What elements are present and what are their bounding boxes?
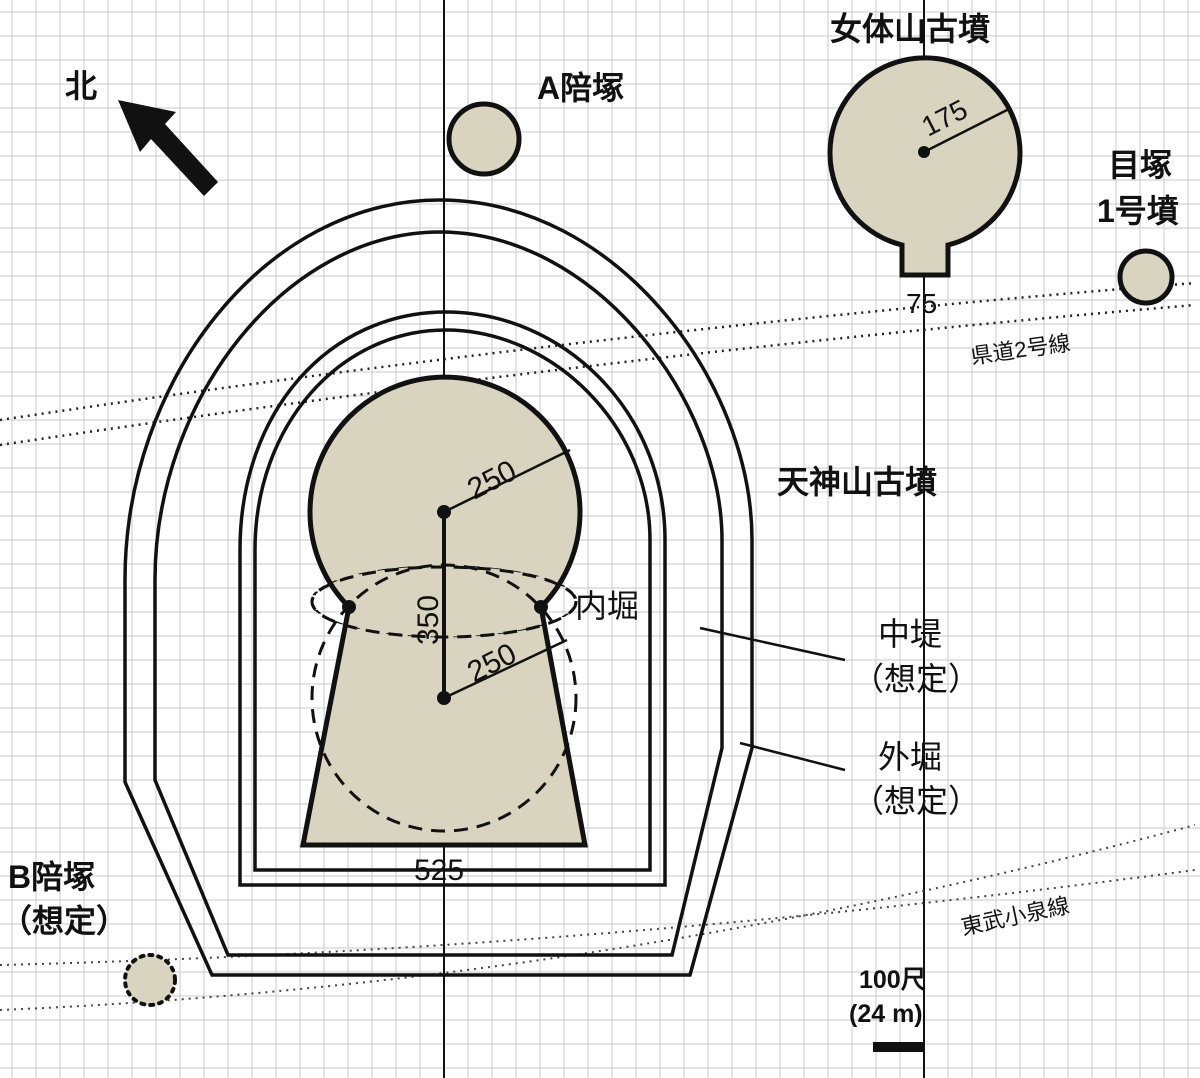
tenjinyama-label: 天神山古墳 (777, 464, 937, 500)
nyotaisan-mound (827, 55, 1023, 278)
uchibori-label: 内堀 (575, 588, 639, 624)
outer-moat-inner-outline (153, 230, 724, 957)
sotobori-label-line2: （想定） (852, 783, 980, 819)
north-arrow-icon (118, 100, 218, 196)
mezuka-label-line2: 1号墳 (1097, 193, 1179, 229)
nyotaisan-radius-line (923, 108, 1008, 154)
tenjinyama-neck-left-point (342, 600, 356, 614)
nyotai-neck-label: 75 (906, 288, 937, 319)
north-label: 北 (65, 68, 97, 104)
b-baizuka-mound (123, 953, 177, 1007)
mezuka-1-mound (1117, 248, 1175, 306)
inner-moat-outer-outline (238, 310, 667, 887)
outer-moat-outer-outline (123, 198, 754, 977)
b-baizuka-label-line2: （想定） (0, 903, 128, 939)
tenjin-height-label: 350 (412, 595, 445, 645)
scale-label-line1: 100尺 (859, 966, 926, 994)
nakatsutsumi-leader-line (699, 626, 846, 662)
sotobori-label-line1: 外堀 (878, 739, 942, 775)
tenjinyama-radius-lower-line (443, 638, 568, 700)
b-baizuka-label-line1: B陪塚 (8, 859, 95, 895)
scale-label-line2: (24 m) (849, 1000, 923, 1028)
nakatsutsumi-label-line1: 中堤 (878, 616, 942, 652)
tenjin-base-label: 525 (414, 854, 464, 887)
a-baizuka-label: A陪塚 (537, 70, 624, 106)
tobu-railway-line-lower (0, 869, 1196, 966)
mezuka-label-line1: 目塚 (1108, 147, 1172, 183)
tenjinyama-radius-upper-line (443, 448, 571, 514)
nyotaisan-label: 女体山古墳 (830, 11, 990, 47)
tenjinyama-neck-right-point (534, 600, 548, 614)
nakatsutsumi-label-line2: （想定） (852, 661, 980, 697)
tobu-railway-line (0, 824, 1196, 1011)
inner-moat-inner-outline (253, 328, 652, 872)
kendo-label: 県道2号線 (969, 330, 1072, 369)
a-baizuka-mound (446, 101, 522, 177)
kendo-road-line (0, 281, 1196, 422)
sotobori-leader-line (739, 741, 846, 772)
